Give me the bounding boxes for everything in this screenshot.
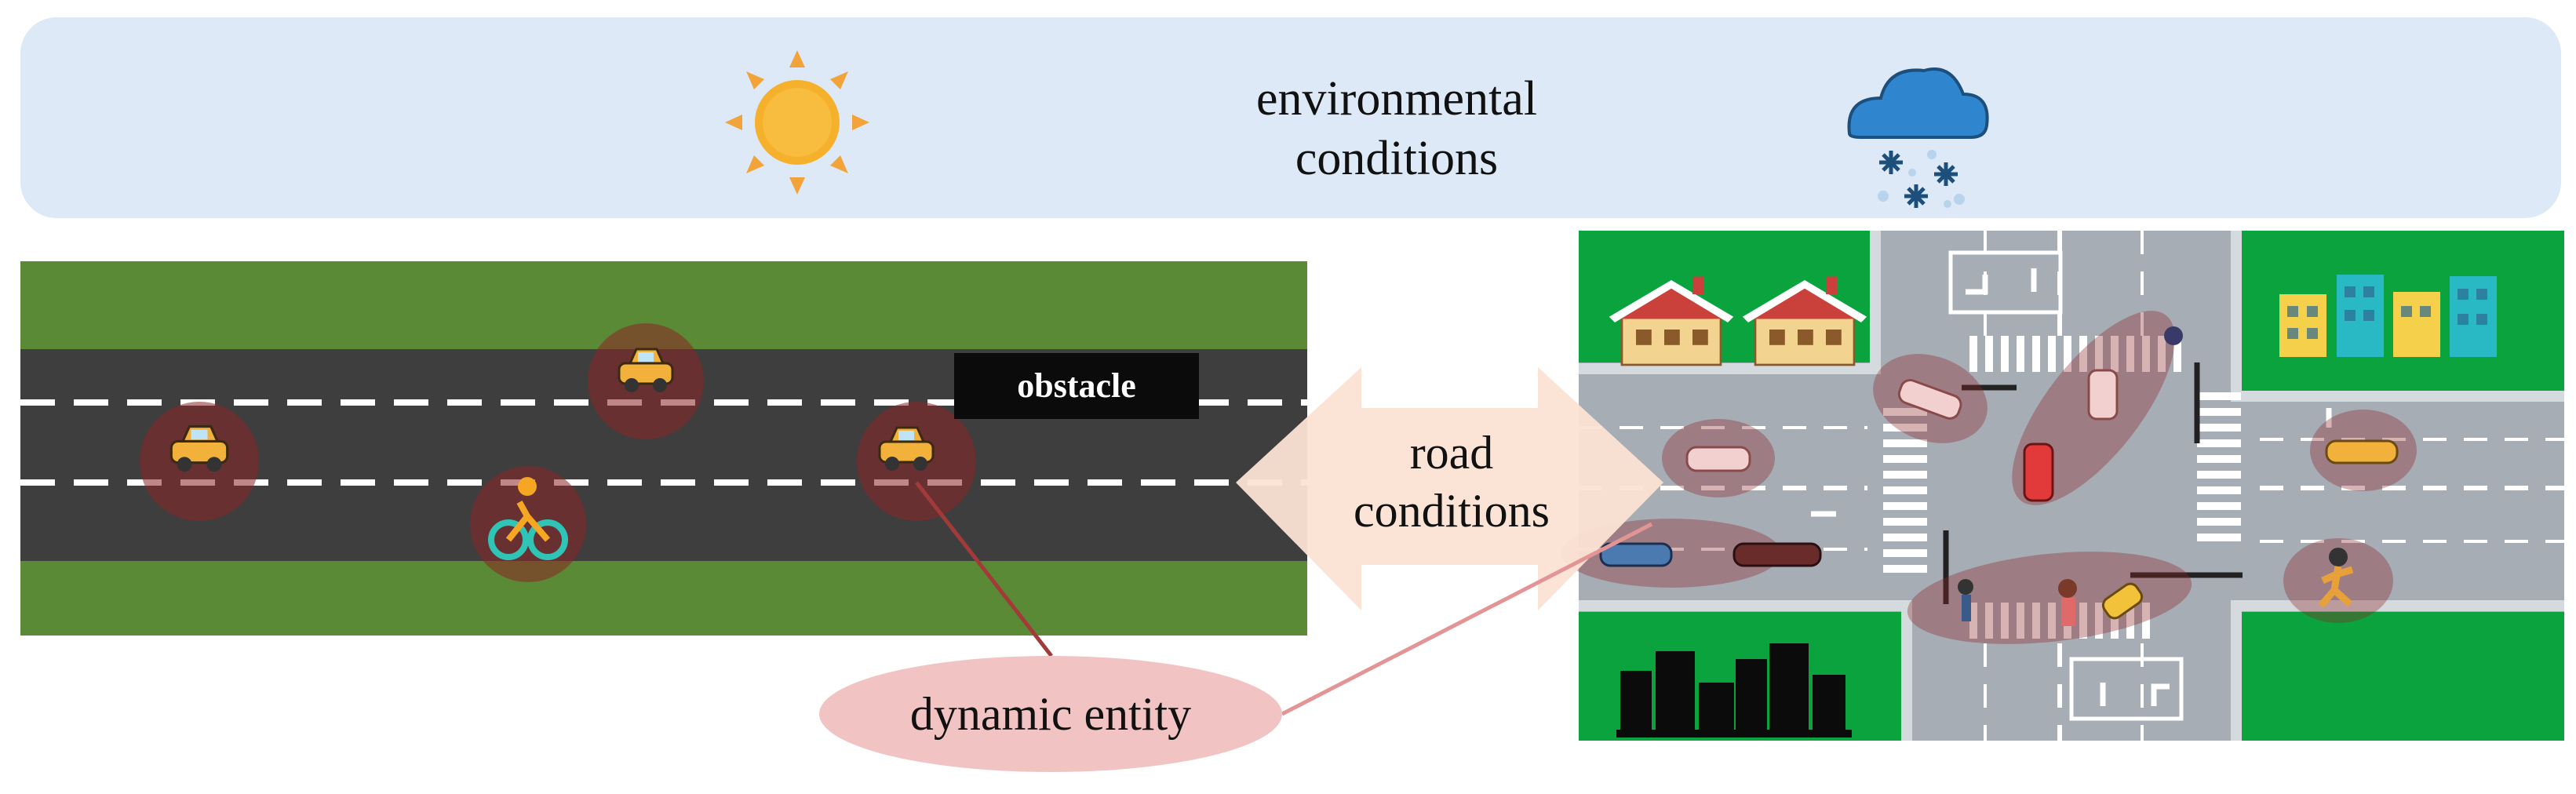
building-icon (2279, 275, 2497, 357)
snow-cloud-icon (1847, 67, 1989, 208)
environmental-banner (20, 17, 2561, 218)
intersection-pedestrian-group (1907, 552, 2192, 644)
highway-car-2 (588, 323, 704, 439)
intersection-car-left (1662, 419, 1775, 497)
connector-line-right (1281, 522, 1653, 716)
road-conditions-label: road conditions (1354, 427, 1550, 537)
bicycle-icon (470, 466, 586, 582)
sun-icon (725, 50, 869, 195)
environmental-conditions-label: environmental conditions (1255, 72, 1538, 185)
highway-car-1 (140, 402, 259, 521)
intersection-car-right (2310, 410, 2417, 491)
intersection-diagonal-group (2012, 311, 2183, 505)
dynamic-entity-label: dynamic entity (909, 688, 1192, 740)
intersection-cars-bottom-left (1561, 519, 1822, 588)
obstacle-label: obstacle (954, 353, 1199, 419)
city-skyline-icon (1616, 643, 1852, 738)
connector-line-left (915, 481, 1053, 657)
double-arrow-icon (1236, 367, 1663, 610)
intersection-car-turning (1873, 354, 1988, 443)
dynamic-entity-ellipse (819, 656, 1282, 772)
pedestrian-icon (2283, 538, 2393, 623)
highway-car-3 (857, 402, 976, 521)
